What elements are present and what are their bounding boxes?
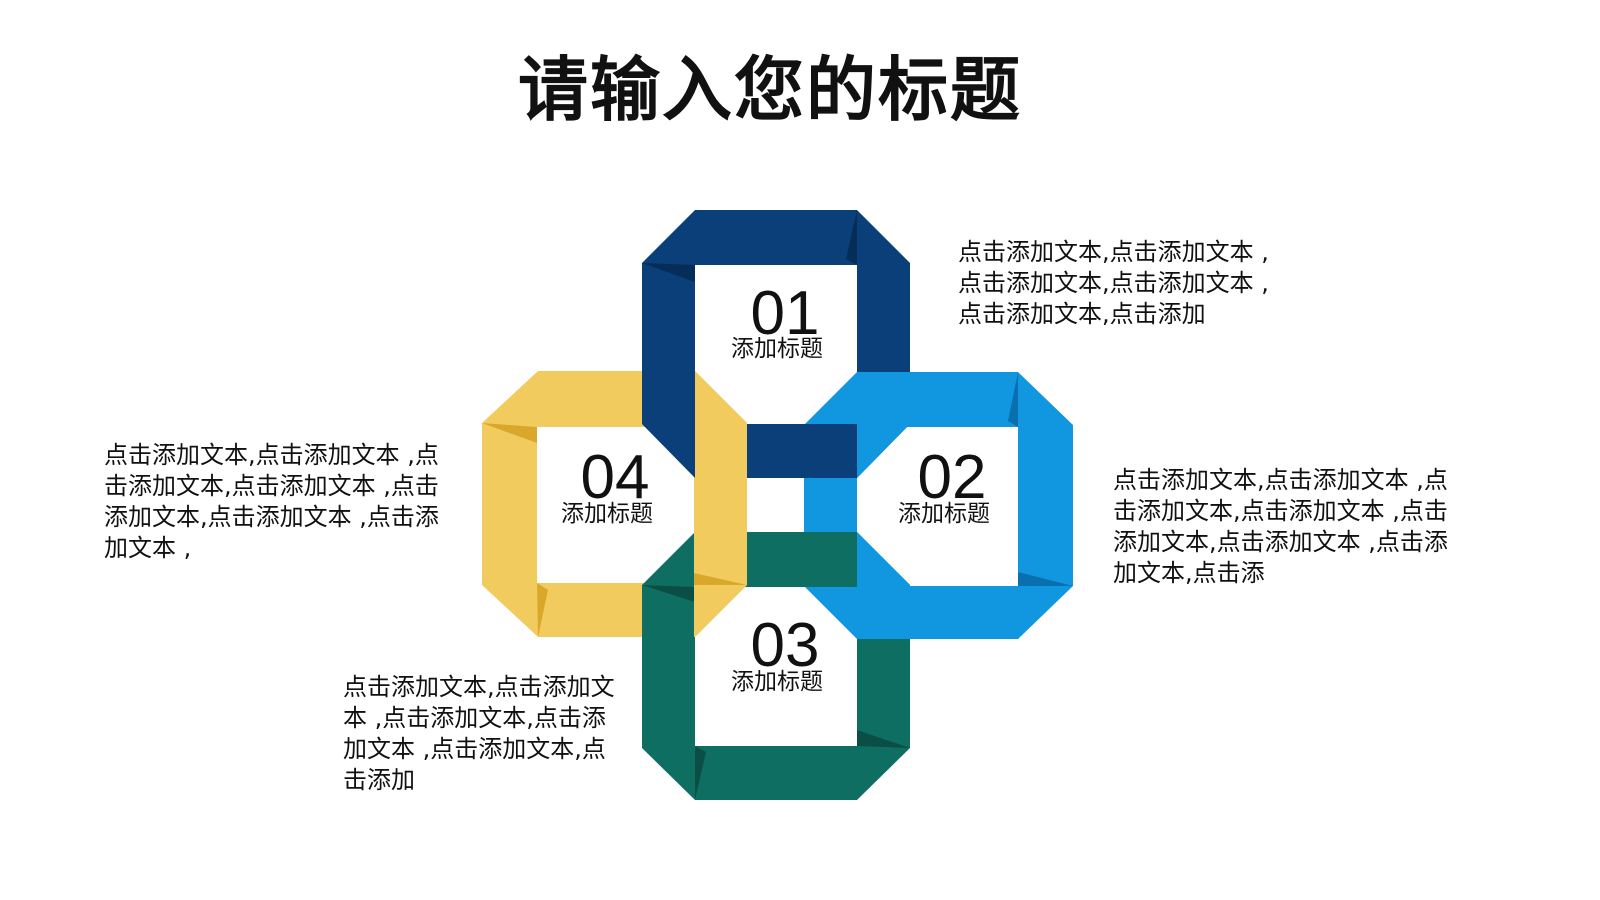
ring-02-overlap [857,372,910,478]
ring-02 [804,372,1073,639]
ring-02-label: 添加标题 [898,501,990,527]
ring-03-fold [642,585,695,602]
ring-01-label: 添加标题 [731,336,823,362]
ring-01-fold [846,210,857,265]
page-title: 请输入您的标题 [518,48,1022,131]
ring-01-fold [642,263,695,282]
ring-02-description: 点击添加文本,点击添加文本 ,点击添加文本,点击添加文本 ,点击添加文本,点击添… [1113,466,1448,587]
ring-02-fold [1018,572,1073,586]
ring-04-overlap [695,371,747,478]
ring-04-label: 添加标题 [561,501,653,527]
ring-02-overlap [857,532,910,639]
ring-03-fold [857,730,910,748]
ring-04-description: 点击添加文本,点击添加文本 ,点击添加文本,点击添加文本 ,点击添加文本,点击添… [104,441,439,562]
ring-03-fold [695,746,706,800]
ring-04-number: 04 [580,443,650,512]
ring-03-number: 03 [750,611,820,680]
ring-04-fold [537,583,548,637]
ring-01-description: 点击添加文本,点击添加文本 ,点击添加文本,点击添加文本 ,点击添加文本,点击添… [958,238,1269,328]
ring-03-description: 点击添加文本,点击添加文本 ,点击添加文本,点击添加文本 ,点击添加文本,点击添… [343,673,615,794]
ring-04-fold [482,423,537,443]
ring-01-overlap [804,424,857,478]
ring-02-number: 02 [917,443,987,512]
ring-01-number: 01 [750,279,820,348]
ring-04-overlap-fold [694,573,747,585]
ring-03-label: 添加标题 [731,669,823,695]
ring-02-fold [1008,372,1018,427]
